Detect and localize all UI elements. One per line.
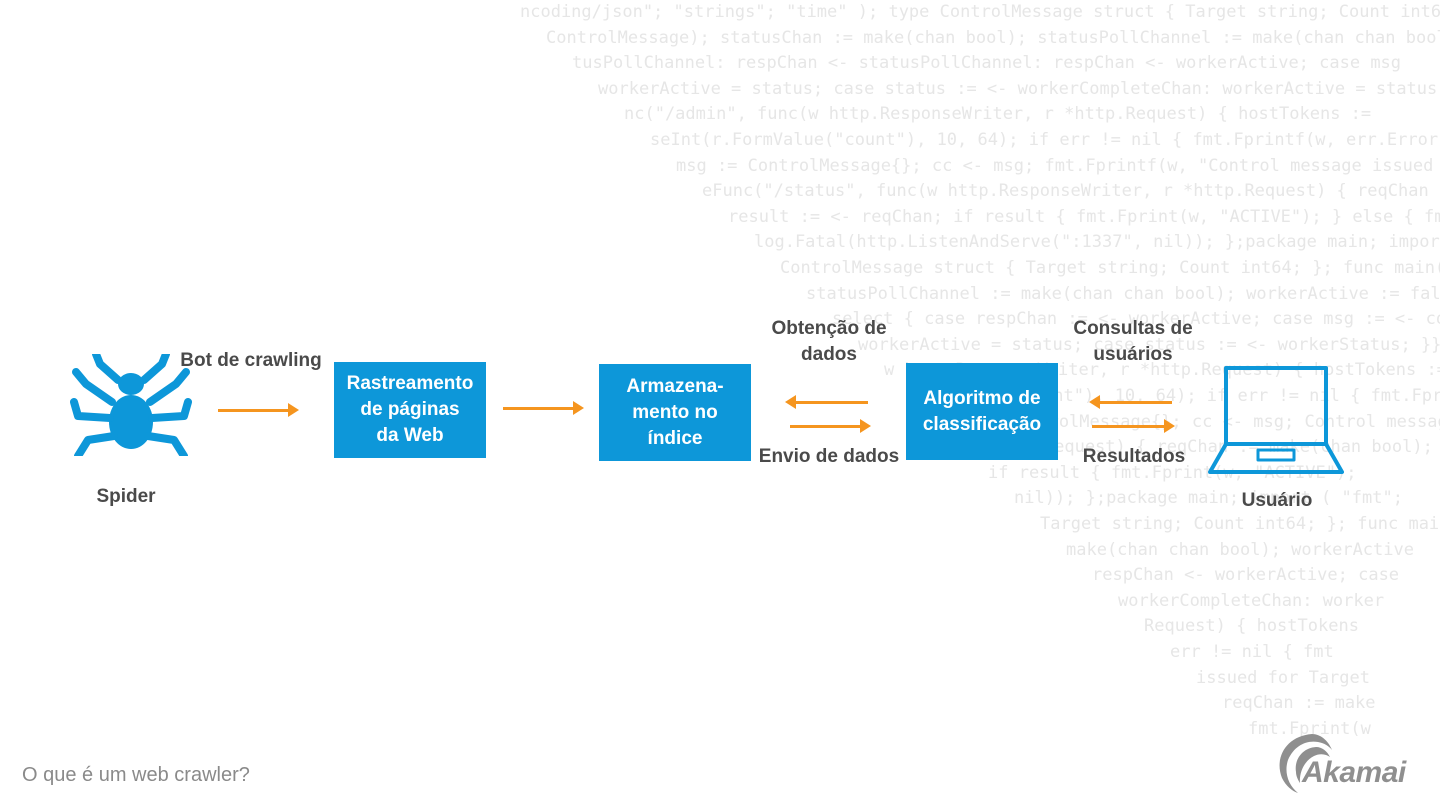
box-index-storage: Armazena- mento no índice [599, 364, 751, 461]
akamai-wave-icon [1279, 734, 1332, 793]
code-line: msg := ControlMessage{}; cc <- msg; fmt.… [676, 155, 1440, 176]
obtencao-label: Obtenção de dados [771, 318, 887, 365]
box-index-storage-text: Armazena- mento no índice [626, 375, 724, 449]
arrow-spider-to-crawl [218, 403, 299, 417]
user-label: Usuário [1241, 490, 1313, 511]
box-crawl-pages-text: Rastreamento de páginas da Web [346, 373, 474, 446]
box-crawl-pages: Rastreamento de páginas da Web [334, 362, 486, 458]
code-line: respChan <- workerActive; case [1092, 565, 1400, 586]
consultas-label: Consultas de usuários [1073, 318, 1193, 365]
code-line: tusPollChannel: respChan <- statusPollCh… [572, 53, 1402, 74]
bot-crawling-label: Bot de crawling [180, 350, 322, 371]
arrow-user-to-ranking [1089, 395, 1172, 409]
arrow-ranking-to-user [1092, 419, 1175, 433]
arrow-ranking-to-index [785, 395, 868, 409]
code-line: issued for Target [1196, 667, 1370, 688]
code-line: eFunc("/status", func(w http.ResponseWri… [702, 181, 1440, 202]
code-line: result := <- reqChan; if result { fmt.Fp… [728, 206, 1440, 227]
code-line: nc("/admin", func(w http.ResponseWriter,… [624, 104, 1372, 125]
code-line: err != nil { fmt [1170, 642, 1334, 662]
spider-icon [70, 354, 192, 456]
code-line: make(chan chan bool); workerActive [1066, 539, 1414, 560]
code-line: log.Fatal(http.ListenAndServe(":1337", n… [754, 232, 1440, 253]
code-line: statusPollChannel := make(chan chan bool… [806, 283, 1440, 304]
code-line: ControlMessage); statusChan := make(chan… [546, 27, 1440, 48]
resultados-label: Resultados [1082, 446, 1186, 467]
code-line: reqChan := make [1222, 693, 1376, 714]
envio-label: Envio de dados [758, 446, 900, 467]
laptop-icon [1208, 366, 1344, 474]
spider-label: Spider [96, 486, 156, 507]
akamai-logo: Akamai [1272, 730, 1422, 794]
code-line: ncoding/json"; "strings"; "time" ); type… [520, 2, 1440, 22]
code-line: workerActive = status; case status := <-… [598, 78, 1440, 99]
box-ranking-algorithm-text: Algoritmo de classificação [922, 387, 1042, 435]
box-ranking-algorithm: Algoritmo de classificação [906, 363, 1058, 460]
slide-footer-title: O que é um web crawler? [22, 764, 250, 786]
code-line: Request) { hostTokens [1144, 616, 1359, 637]
akamai-logo-text: Akamai [1302, 756, 1406, 789]
code-line: ControlMessage struct { Target string; C… [780, 258, 1440, 278]
arrow-crawl-to-index [503, 401, 584, 415]
code-line: Target string; Count int64; }; func main [1040, 514, 1440, 534]
code-line: seInt(r.FormValue("count"), 10, 64); if … [650, 130, 1440, 150]
arrow-index-to-ranking [790, 419, 871, 433]
code-line: workerCompleteChan: worker [1118, 590, 1385, 611]
